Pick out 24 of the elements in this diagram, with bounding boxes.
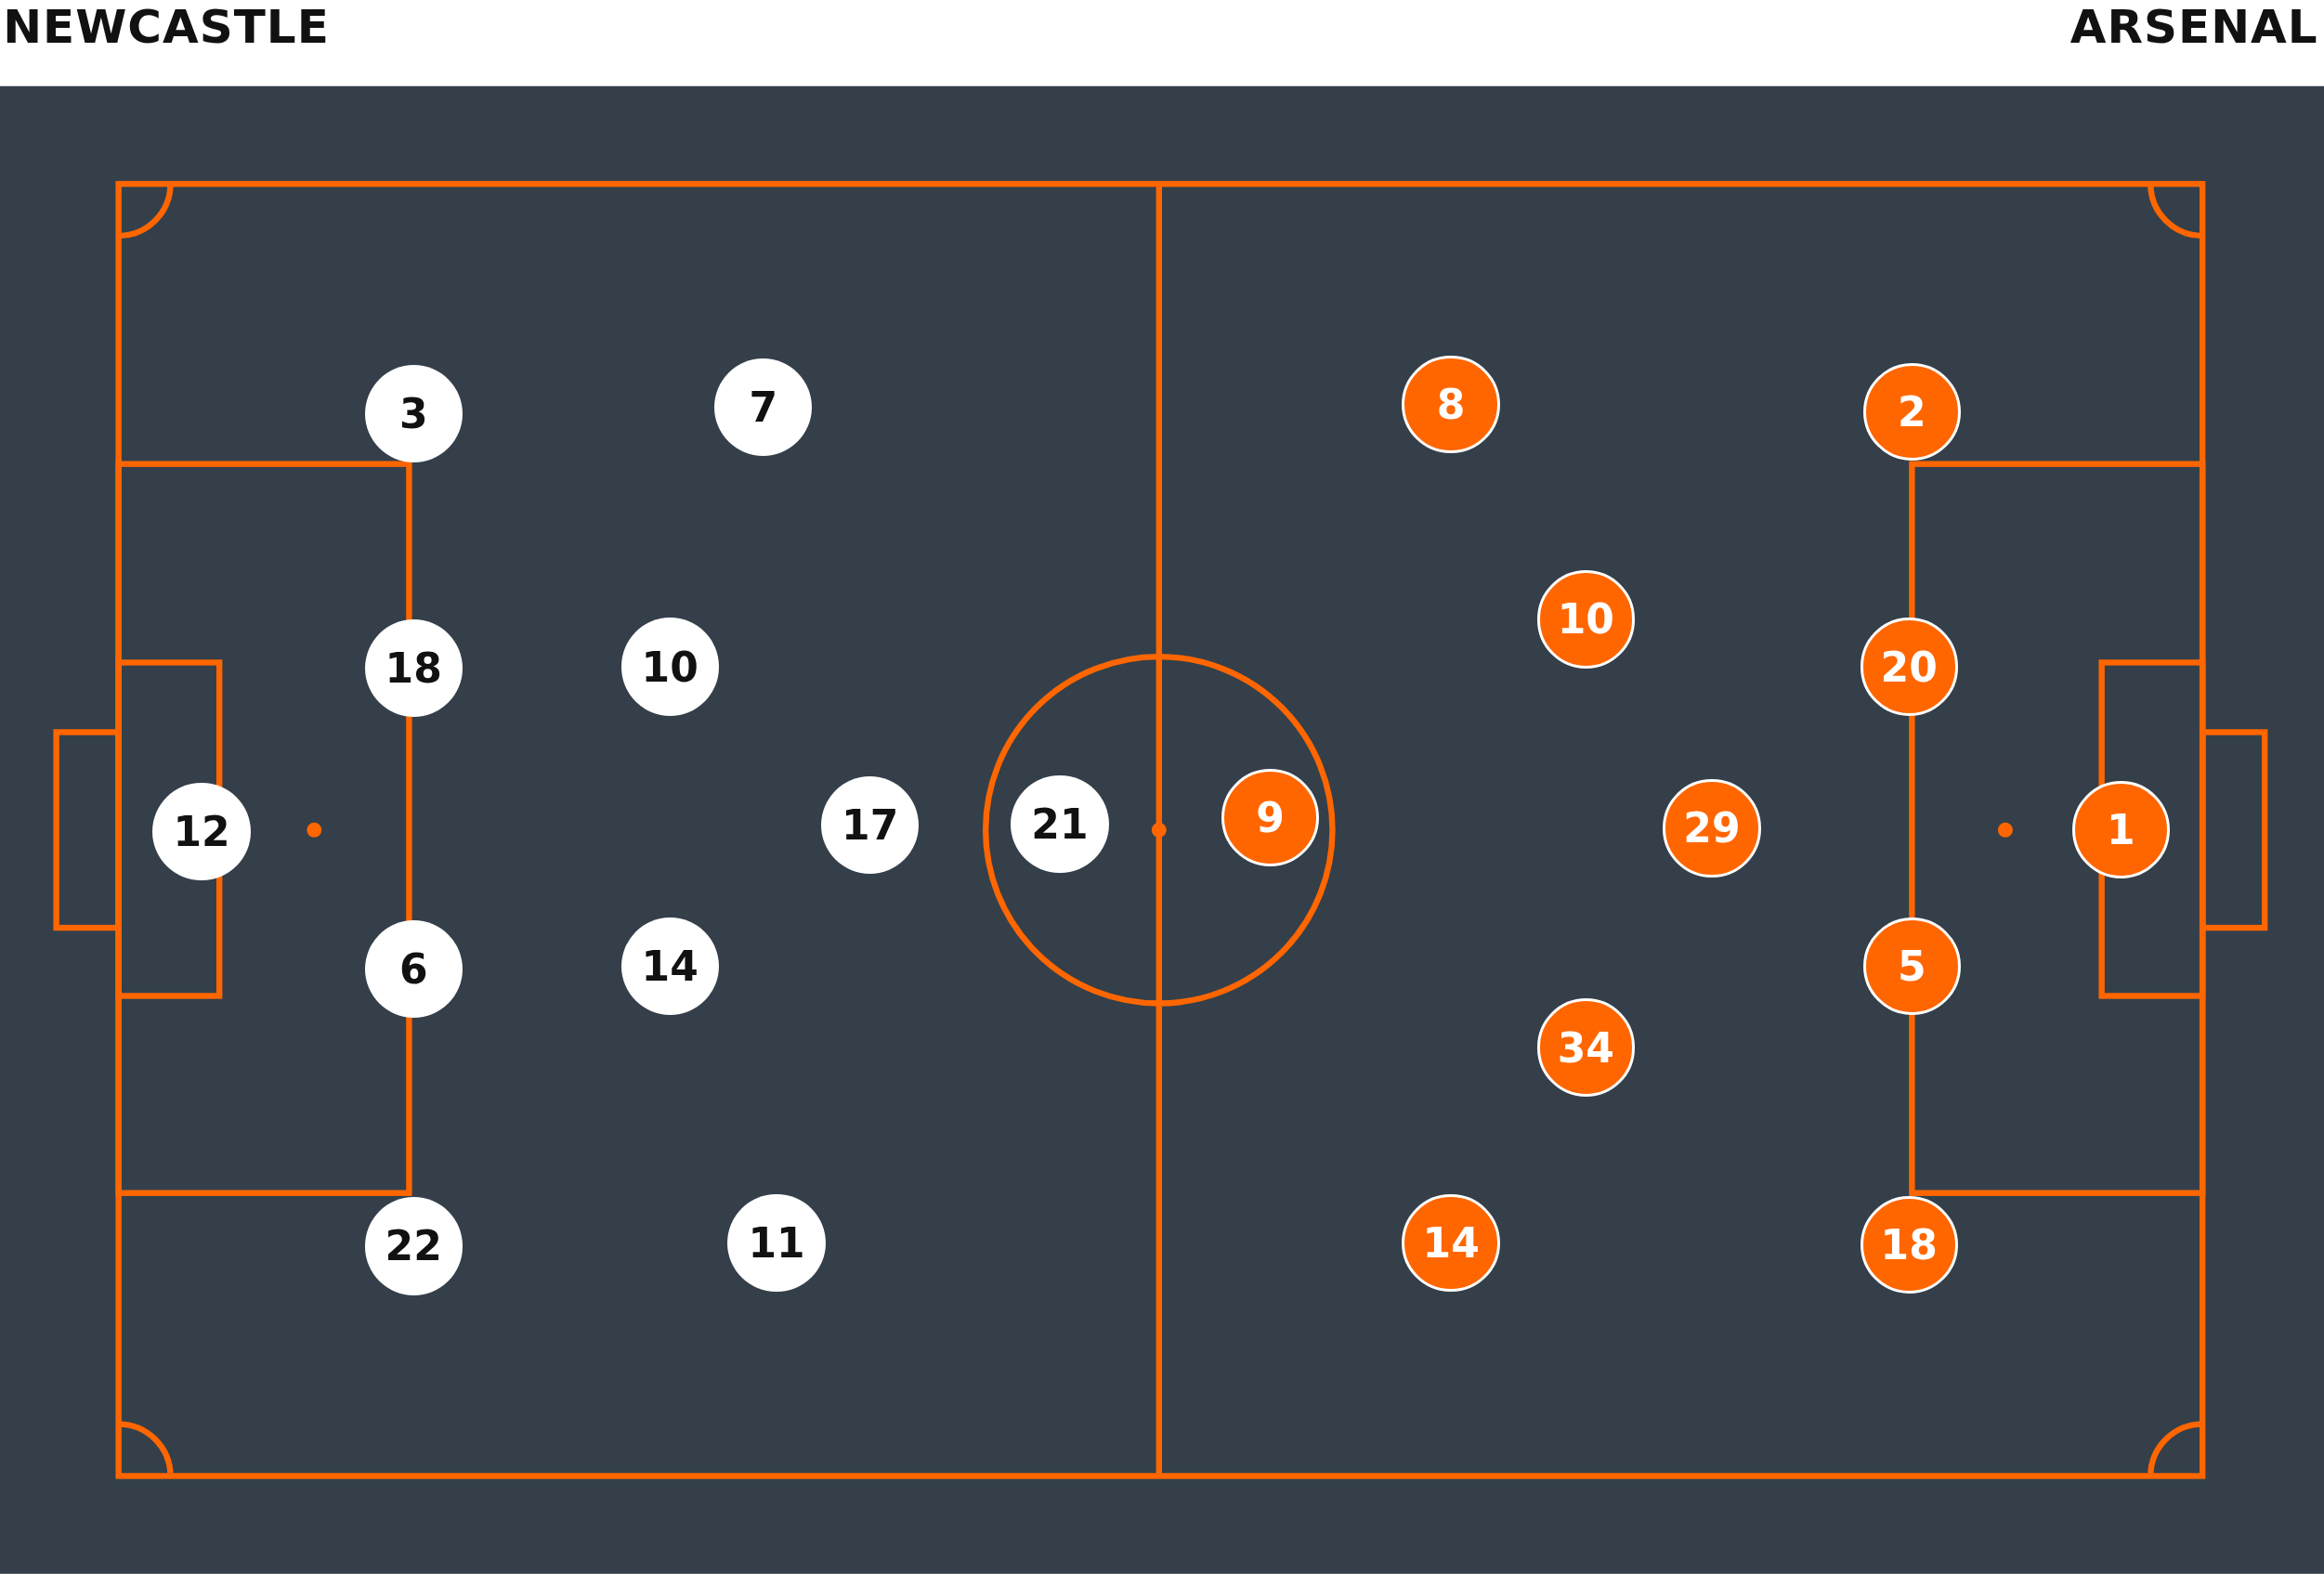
shirt-number: 22 bbox=[385, 1222, 442, 1270]
shirt-number: 29 bbox=[1683, 804, 1741, 852]
shirt-number: 8 bbox=[1436, 381, 1466, 429]
shirt-number: 10 bbox=[641, 643, 699, 691]
shirt-number: 14 bbox=[641, 942, 699, 990]
shirt-number: 7 bbox=[749, 384, 778, 432]
shirt-number: 11 bbox=[748, 1219, 805, 1268]
shirt-number: 17 bbox=[842, 801, 899, 850]
team-name: NEWCASTLE bbox=[3, 0, 330, 54]
shirt-number: 14 bbox=[1422, 1219, 1480, 1268]
shirt-number: 6 bbox=[398, 945, 428, 994]
shirt-number: 5 bbox=[1898, 942, 1926, 990]
shirt-number: 10 bbox=[1557, 595, 1614, 644]
team-name: ARSENAL bbox=[2069, 0, 2318, 54]
shirt-number: 12 bbox=[173, 807, 230, 855]
shirt-number: 2 bbox=[1898, 388, 1926, 436]
shirt-number: 34 bbox=[1557, 1023, 1614, 1072]
shirt-number: 21 bbox=[1031, 800, 1089, 848]
shirt-number: 3 bbox=[398, 389, 428, 437]
shirt-number: 1 bbox=[2107, 806, 2135, 854]
shirt-number: 9 bbox=[1256, 794, 1285, 842]
shirt-number: 18 bbox=[1880, 1220, 1938, 1268]
shirt-number: 20 bbox=[1880, 643, 1938, 691]
shirt-number: 18 bbox=[385, 644, 442, 693]
